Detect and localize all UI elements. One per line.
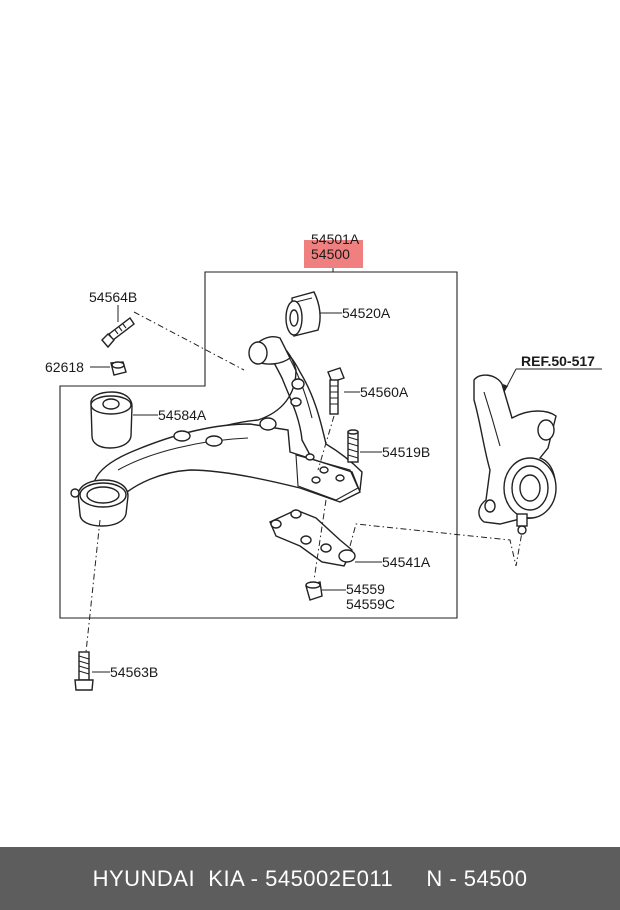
label-nut-b: 54559C xyxy=(346,596,395,612)
label-front-bushing: 54584A xyxy=(158,407,207,423)
lower-control-arm xyxy=(94,339,363,503)
ball-joint-bolt xyxy=(327,367,345,415)
footer-text: HYUNDAI KIA - 545002E011 N - 54500 xyxy=(92,865,528,891)
assembly-highlight xyxy=(304,240,363,268)
label-assembly-lower: 54500 xyxy=(311,246,350,262)
reference-arrow xyxy=(503,384,508,392)
label-upper-bolt: 54564B xyxy=(89,289,137,305)
label-lower-bolt: 54563B xyxy=(110,664,158,680)
label-ball-joint: 54541A xyxy=(382,554,431,570)
front-mount-ring xyxy=(70,479,129,527)
lower-bolt xyxy=(74,651,94,691)
footer-bar: HYUNDAI KIA - 545002E011 N - 54500 xyxy=(0,847,620,910)
rear-bushing xyxy=(285,291,321,337)
assembly-boundary xyxy=(59,271,458,619)
ball-joint-nut xyxy=(305,581,323,601)
small-nut xyxy=(110,361,127,376)
label-stud: 54519B xyxy=(382,444,430,460)
label-ball-joint-bolt: 54560A xyxy=(360,384,409,400)
parts-diagram: 54501A 54500 54520A 54584A xyxy=(45,231,602,691)
label-reference: REF.50-517 xyxy=(521,353,595,369)
upper-bolt xyxy=(101,316,135,349)
front-bushing xyxy=(90,391,133,449)
label-rear-bushing: 54520A xyxy=(342,305,391,321)
label-small-nut: 62618 xyxy=(45,359,84,375)
steering-knuckle xyxy=(473,374,557,535)
label-assembly-upper: 54501A xyxy=(311,231,360,247)
stud xyxy=(347,429,359,463)
ball-joint xyxy=(269,509,356,567)
rear-bushing-boss xyxy=(248,336,291,365)
label-nut-a: 54559 xyxy=(346,581,385,597)
